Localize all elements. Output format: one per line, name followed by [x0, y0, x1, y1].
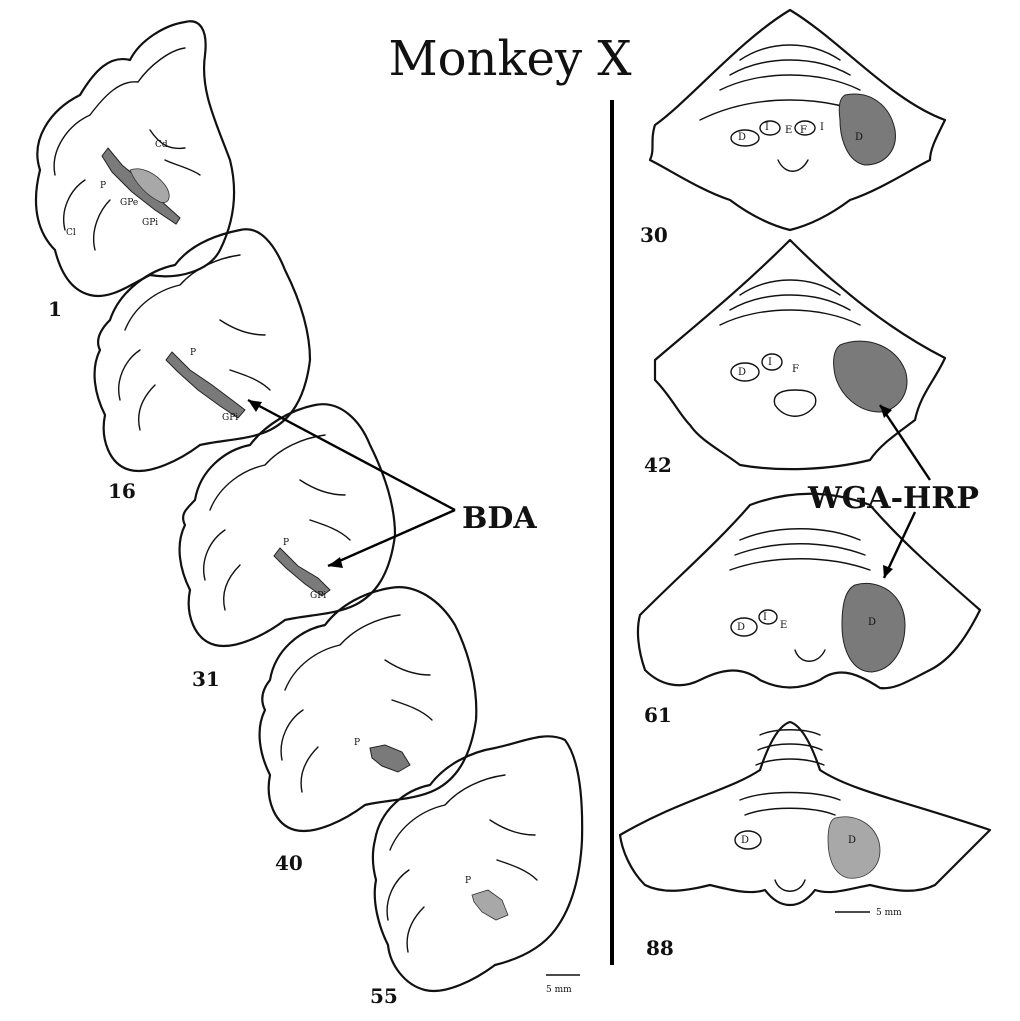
nucleus-d-right: D [868, 617, 876, 628]
section-number-55: 55 [370, 984, 398, 1008]
bda-annotation: BDA [248, 400, 537, 568]
figure-title: Monkey X [389, 31, 632, 87]
nucleus-f: F [792, 364, 799, 375]
nucleus-d-left: D [738, 132, 746, 143]
scale-label-right: 5 mm [876, 908, 902, 918]
forebrain-section-55: P 55 5 mm [370, 736, 582, 1008]
label-p: P [354, 738, 360, 748]
nucleus-e: E [780, 620, 787, 631]
nucleus-i-right: I [820, 122, 824, 133]
label-p: P [465, 876, 471, 886]
wga-hrp-label: WGA-HRP [807, 481, 979, 516]
label-p: P [100, 181, 106, 191]
section-number-1: 1 [48, 297, 62, 321]
label-cd: Cd [155, 140, 168, 150]
section-number-40: 40 [275, 851, 303, 875]
forebrain-section-40: P 40 [260, 587, 477, 875]
section-number-30: 30 [640, 223, 668, 247]
nucleus-d: D [738, 367, 746, 378]
section-number-42: 42 [644, 453, 672, 477]
bda-arrowhead-lower [328, 557, 343, 568]
scale-label-left: 5 mm [546, 985, 572, 995]
label-gpi: GPi [142, 218, 158, 228]
label-cl: Cl [66, 228, 76, 238]
label-gpi: GPi [222, 413, 238, 423]
nucleus-d-right: D [848, 835, 856, 846]
nucleus-f: F [800, 125, 807, 136]
cerebellar-section-88: D D 5 mm 88 [620, 722, 990, 960]
forebrain-section-1: Cd P GPe GPi Cl 1 [36, 21, 234, 321]
label-gpe: GPe [120, 198, 138, 208]
forebrain-section-31: P GPi 31 [180, 404, 395, 691]
nucleus-d-left: D [737, 622, 745, 633]
cerebellar-section-61: D I E D 61 [638, 494, 980, 727]
section-number-16: 16 [108, 479, 136, 503]
nucleus-i-left: I [765, 122, 769, 133]
label-p: P [283, 538, 289, 548]
bda-label: BDA [462, 501, 537, 536]
nucleus-d-left: D [741, 835, 749, 846]
nucleus-i: I [768, 357, 772, 368]
forebrain-section-16: P GPi 16 [95, 229, 310, 503]
wga-hrp-annotation: WGA-HRP [807, 405, 979, 578]
cerebellar-section-30: D I E F I D 30 [640, 10, 945, 247]
label-gpi: GPi [310, 591, 326, 601]
label-p: P [190, 348, 196, 358]
section-number-88: 88 [646, 936, 674, 960]
nucleus-e: E [785, 125, 792, 136]
cerebellar-section-42: D I F 42 [644, 240, 945, 477]
nucleus-d-right: D [855, 132, 863, 143]
section-number-31: 31 [192, 667, 220, 691]
nucleus-i: I [763, 612, 767, 623]
section-number-61: 61 [644, 703, 672, 727]
